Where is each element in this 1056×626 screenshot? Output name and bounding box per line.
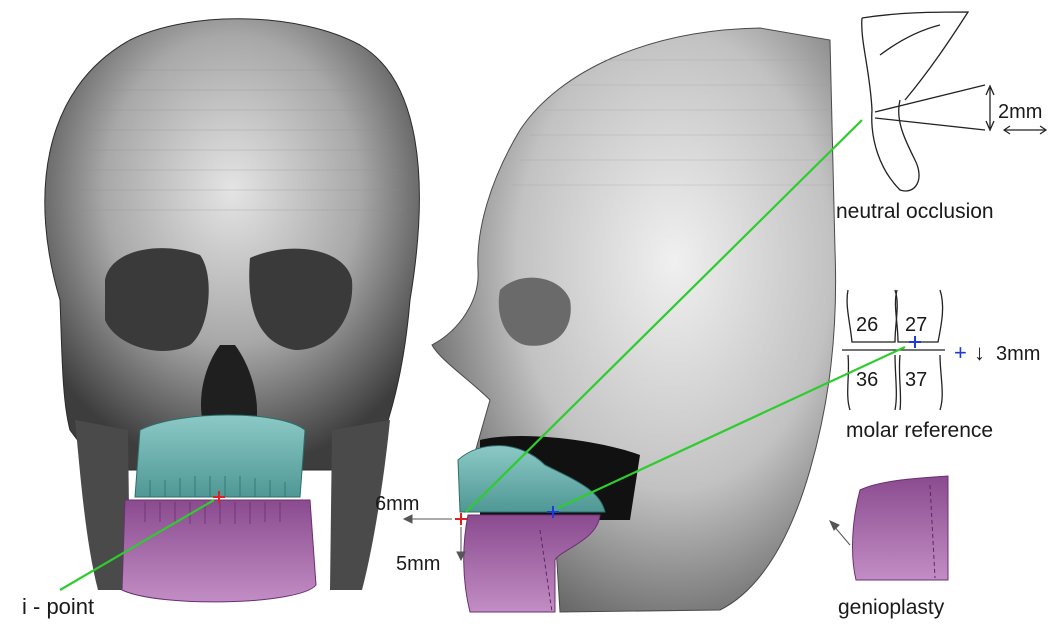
front-orbit-left [105, 248, 209, 351]
tooth-label-26: 26 [856, 314, 878, 336]
genioplasty-chin [853, 476, 948, 580]
tooth-label-37: 37 [905, 369, 927, 391]
tooth-label-27: 27 [905, 314, 927, 336]
front-mandible [122, 500, 316, 602]
label-3mm: 3mm [996, 343, 1040, 365]
genioplasty-sketch [830, 476, 948, 580]
genioplasty-arrow [830, 521, 850, 545]
shift-6mm-arrow [404, 515, 452, 523]
tooth-label-36: 36 [856, 369, 878, 391]
front-skull [45, 19, 420, 602]
neutral-occlusion-sketch [862, 12, 994, 191]
label-5mm: 5mm [396, 553, 440, 575]
front-maxilla [135, 415, 305, 497]
label-6mm: 6mm [375, 493, 419, 515]
label-genioplasty: genioplasty [838, 596, 945, 619]
label-molar-reference: molar reference [846, 419, 993, 442]
label-neutral-occlusion: neutral occlusion [836, 200, 994, 223]
molar-reference-sketch [842, 290, 945, 410]
label-i-point: i - point [22, 594, 94, 619]
side-skull [404, 28, 836, 612]
molar-blue-marker [909, 336, 921, 348]
label-2mm: 2mm [998, 101, 1042, 123]
shift-2mm-horizontal-arrow [1004, 126, 1046, 134]
side-incisor-marker [455, 513, 467, 525]
label-down-arrow: ↓ [974, 340, 985, 365]
label-plus-sign: + [954, 340, 967, 365]
